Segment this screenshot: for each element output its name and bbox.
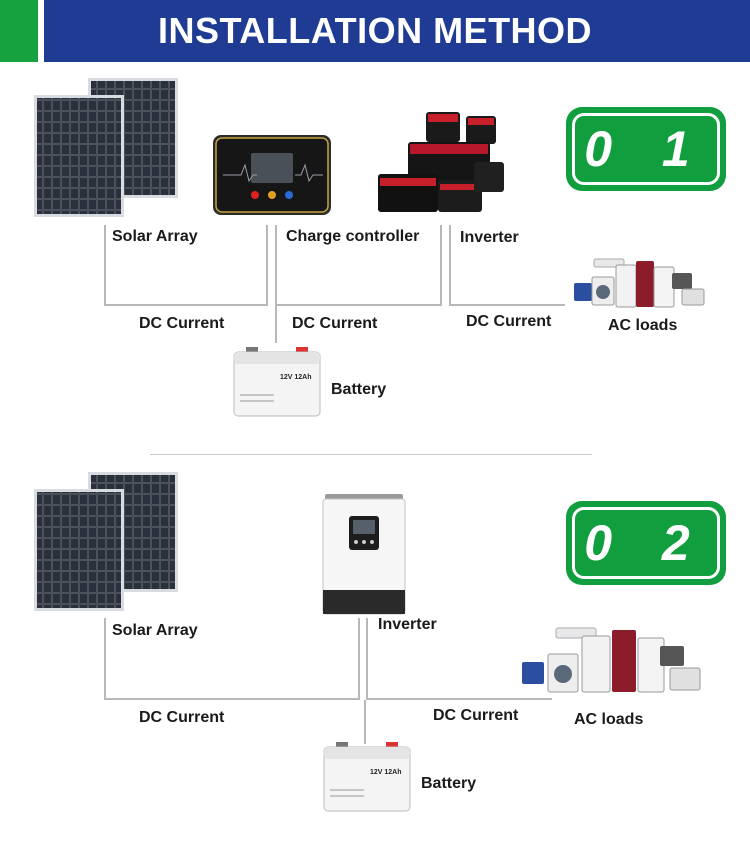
connector-line bbox=[104, 618, 106, 700]
header-accent bbox=[0, 0, 38, 62]
dc-current-label: DC Current bbox=[466, 313, 551, 331]
step-badge-01-label: 0 1 bbox=[572, 113, 720, 185]
connector-line bbox=[364, 700, 366, 744]
ac-loads-appliances-icon bbox=[520, 622, 704, 694]
dc-current-label: DC Current bbox=[292, 315, 377, 333]
step-badge-01: 0 1 bbox=[566, 107, 726, 191]
ac-loads-appliances-icon bbox=[572, 255, 706, 311]
solar-panels-icon bbox=[34, 472, 180, 612]
solar-panels-icon bbox=[34, 78, 180, 218]
battery-rating: 12V 12Ah bbox=[280, 374, 312, 381]
hybrid-inverter-icon bbox=[323, 494, 405, 614]
charge-controller-icon bbox=[213, 135, 331, 215]
battery-icon: 12V 12Ah bbox=[324, 742, 410, 812]
connector-line bbox=[275, 304, 442, 306]
connector-line bbox=[449, 304, 565, 306]
battery-icon: 12V 12Ah bbox=[234, 347, 320, 417]
solar-array-label: Solar Array bbox=[112, 228, 198, 246]
dc-current-label: DC Current bbox=[139, 709, 224, 727]
battery-rating: 12V 12Ah bbox=[370, 769, 402, 776]
connector-line bbox=[104, 304, 268, 306]
connector-line bbox=[440, 225, 442, 306]
ac-loads-label: AC loads bbox=[574, 711, 643, 729]
connector-line bbox=[104, 698, 360, 700]
charge-controller-label: Charge controller bbox=[286, 228, 419, 246]
connector-line bbox=[358, 618, 360, 700]
connector-line bbox=[366, 698, 552, 700]
step-badge-02-label: 0 2 bbox=[572, 507, 720, 579]
connector-line bbox=[449, 225, 451, 306]
connector-line bbox=[266, 225, 268, 306]
page-title: INSTALLATION METHOD bbox=[44, 0, 706, 62]
section-divider bbox=[150, 454, 592, 455]
inverter-label: Inverter bbox=[378, 616, 437, 634]
step-badge-02: 0 2 bbox=[566, 501, 726, 585]
battery-label: Battery bbox=[421, 775, 476, 793]
dc-current-label: DC Current bbox=[433, 707, 518, 725]
inverter-label: Inverter bbox=[460, 229, 519, 247]
connector-line bbox=[275, 225, 277, 343]
battery-label: Battery bbox=[331, 381, 386, 399]
connector-line bbox=[366, 618, 368, 700]
connector-line bbox=[104, 225, 106, 306]
dc-current-label: DC Current bbox=[139, 315, 224, 333]
inverter-icon bbox=[378, 108, 513, 218]
solar-array-label: Solar Array bbox=[112, 622, 198, 640]
ac-loads-label: AC loads bbox=[608, 317, 677, 335]
